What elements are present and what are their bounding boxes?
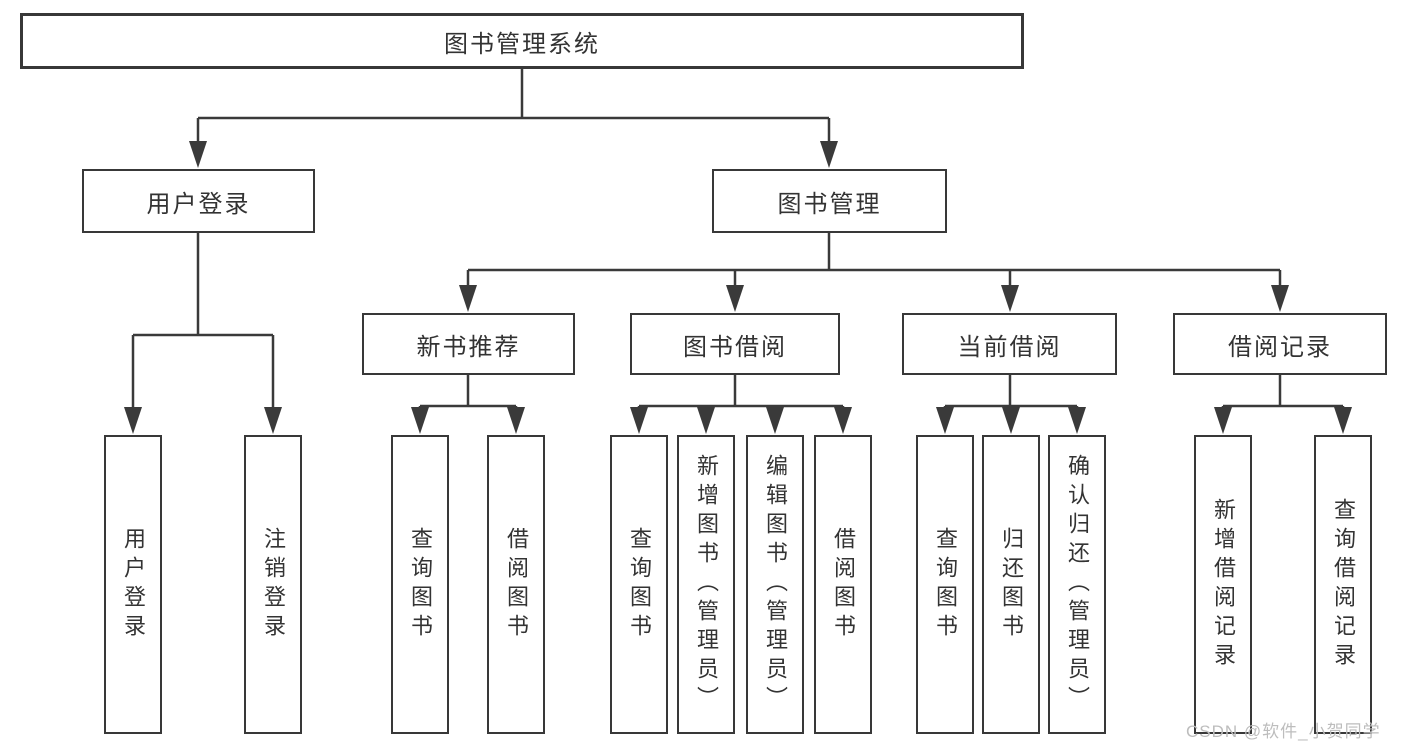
leaf-query-books-current: 查询图书 xyxy=(916,435,974,734)
node-label: 归还图书 xyxy=(999,526,1024,643)
node-label: 用户登录 xyxy=(146,190,251,218)
leaf-confirm-return-admin: 确认归还（管理员） xyxy=(1048,435,1106,734)
leaf-edit-book-admin: 编辑图书（管理员） xyxy=(746,435,804,734)
csdn-watermark: CSDN @软件_小贺同学 xyxy=(1186,722,1381,741)
node-label: 确认归还（管理员） xyxy=(1065,454,1090,715)
node-book-borrowing: 图书借阅 xyxy=(630,313,840,375)
node-label: 借阅图书 xyxy=(504,526,529,643)
node-label: 查询图书 xyxy=(627,526,652,643)
node-current-borrowing: 当前借阅 xyxy=(902,313,1117,375)
node-label: 查询借阅记录 xyxy=(1331,497,1356,672)
node-label: 用户登录 xyxy=(121,526,146,643)
node-user-login: 用户登录 xyxy=(82,169,315,233)
node-book-management: 图书管理 xyxy=(712,169,947,233)
node-label: 新书推荐 xyxy=(416,333,521,361)
leaf-return-books: 归还图书 xyxy=(982,435,1040,734)
leaf-user-login: 用户登录 xyxy=(104,435,162,734)
leaf-query-borrow-record: 查询借阅记录 xyxy=(1314,435,1372,734)
leaf-query-books-borrowing: 查询图书 xyxy=(610,435,668,734)
leaf-add-book-admin: 新增图书（管理员） xyxy=(677,435,735,734)
leaf-query-books-recommend: 查询图书 xyxy=(391,435,449,734)
node-label: 图书管理系统 xyxy=(444,30,600,58)
node-label: 当前借阅 xyxy=(957,333,1062,361)
node-label: 图书借阅 xyxy=(683,333,787,361)
leaf-add-borrow-record: 新增借阅记录 xyxy=(1194,435,1252,734)
leaf-borrow-books-borrowing: 借阅图书 xyxy=(814,435,872,734)
node-label: 查询图书 xyxy=(933,526,958,643)
node-label: 编辑图书（管理员） xyxy=(763,454,788,715)
node-label: 新增图书（管理员） xyxy=(694,454,719,715)
node-label: 注销登录 xyxy=(261,526,286,643)
node-new-book-recommendation: 新书推荐 xyxy=(362,313,575,375)
node-library-management-system: 图书管理系统 xyxy=(20,13,1024,69)
node-label: 借阅记录 xyxy=(1228,333,1332,361)
node-label: 借阅图书 xyxy=(831,526,856,643)
leaf-logout: 注销登录 xyxy=(244,435,302,734)
node-label: 图书管理 xyxy=(777,190,882,218)
node-label: 查询图书 xyxy=(408,526,433,643)
leaf-borrow-books-recommend: 借阅图书 xyxy=(487,435,545,734)
node-borrowing-records: 借阅记录 xyxy=(1173,313,1387,375)
node-label: 新增借阅记录 xyxy=(1211,497,1236,672)
